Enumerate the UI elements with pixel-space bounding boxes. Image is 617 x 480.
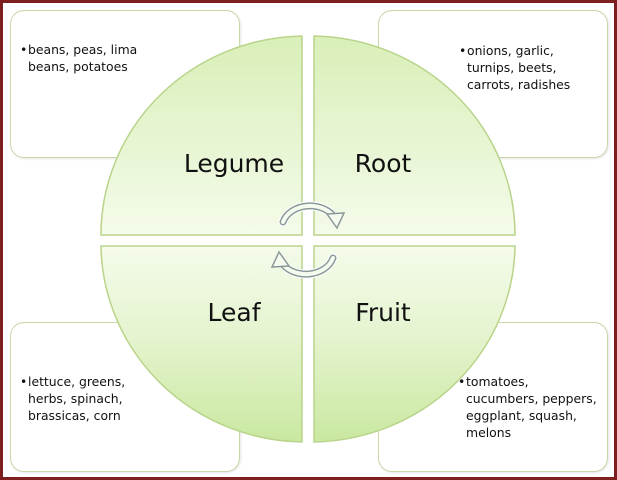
- legume-segment: [100, 35, 303, 236]
- cycle-arrows-icon: [270, 201, 346, 279]
- fruit-label: Fruit: [355, 298, 411, 327]
- legume-item: beans, peas, lima beans, potatoes: [20, 41, 160, 75]
- fruit-segment: [313, 245, 516, 443]
- legume-item-list: beans, peas, lima beans, potatoes: [20, 41, 160, 75]
- fruit-item-list: tomatoes, cucumbers, peppers, eggplant, …: [458, 373, 598, 441]
- legume-detail-card: beans, peas, lima beans, potatoes: [10, 10, 240, 158]
- leaf-segment: [100, 245, 303, 443]
- fruit-item: tomatoes, cucumbers, peppers, eggplant, …: [458, 373, 598, 441]
- root-segment: [313, 35, 516, 236]
- leaf-item: lettuce, greens, herbs, spinach, brassic…: [20, 373, 160, 424]
- root-item-list: onions, garlic, turnips, beets, carrots,…: [459, 42, 579, 93]
- root-item: onions, garlic, turnips, beets, carrots,…: [459, 42, 579, 93]
- leaf-item-list: lettuce, greens, herbs, spinach, brassic…: [20, 373, 160, 424]
- leaf-label: Leaf: [208, 298, 262, 327]
- root-label: Root: [355, 149, 412, 178]
- legume-label: Legume: [184, 149, 284, 178]
